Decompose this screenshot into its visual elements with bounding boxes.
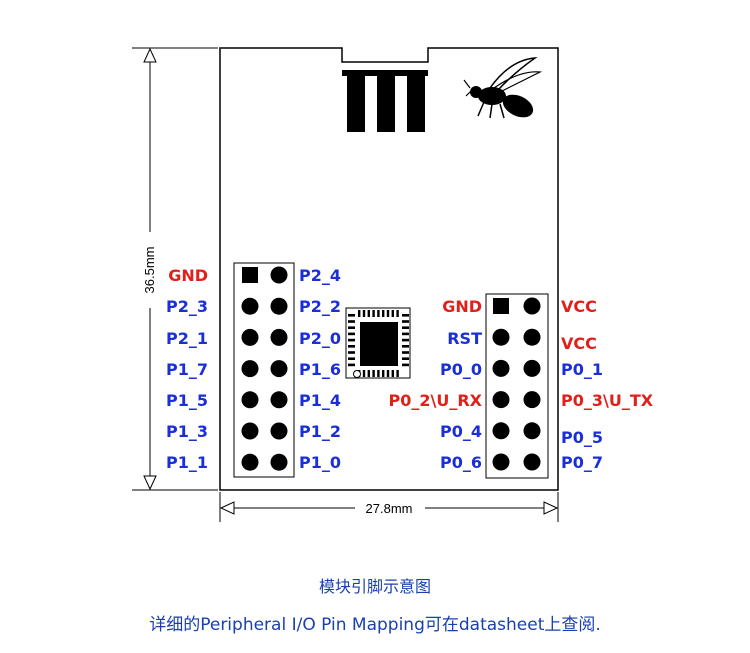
left-header-pin — [241, 422, 259, 440]
board-outline — [219, 47, 559, 491]
antenna — [342, 70, 428, 132]
left-header-pin-square — [242, 267, 258, 283]
right-header-pin — [523, 328, 541, 346]
right-header-pin — [523, 297, 541, 315]
left-header-pin — [270, 360, 288, 378]
left-header-pin — [270, 391, 288, 409]
pin-label: P1_2 — [299, 422, 341, 441]
left-header-pin — [270, 266, 288, 284]
caption-title: 模块引脚示意图 — [318, 577, 431, 596]
pin-label: P2_0 — [299, 329, 341, 348]
pin-label: P0_6 — [440, 453, 482, 472]
right-header-frame — [485, 293, 549, 479]
left-header-pin — [270, 328, 288, 346]
right-header-pin — [523, 422, 541, 440]
pin-label: P0_2\U_RX — [389, 391, 483, 410]
left-header-pin — [270, 453, 288, 471]
height-label: 36.5mm — [142, 247, 157, 294]
right-header-pin — [492, 422, 510, 440]
right-header-pin-square — [493, 298, 509, 314]
right-header-pin — [523, 391, 541, 409]
pin-label: P1_6 — [299, 360, 341, 379]
pin-label: P1_5 — [166, 391, 208, 410]
pin-label: VCC — [561, 334, 597, 353]
module-diagram: GND P2_3P2_1P1_7P1_5P1_3P1_1 P2_4P2_2P2_0… — [132, 47, 654, 522]
right-header-pins — [492, 297, 541, 471]
width-label: 27.8mm — [366, 501, 413, 516]
pin-label: P0_4 — [440, 422, 482, 441]
pin-label: P1_0 — [299, 453, 341, 472]
left-header-pin — [270, 422, 288, 440]
left-header-pin — [241, 360, 259, 378]
pin-label: P0_1 — [561, 360, 603, 379]
bee-logo-icon — [463, 57, 543, 119]
pin-label: P0_5 — [561, 428, 603, 447]
right-header-pin — [523, 359, 541, 377]
pin-label: P2_3 — [166, 297, 208, 316]
qfn-chip — [345, 307, 411, 379]
pin-label: P0_7 — [561, 453, 603, 472]
left-header-pin — [241, 391, 259, 409]
left-header-pin — [241, 453, 259, 471]
caption-note: 详细的Peripheral I/O Pin Mapping可在datasheet… — [149, 615, 601, 635]
pin-label: GND — [442, 297, 482, 316]
right-header-pin — [492, 328, 510, 346]
left-header-pin — [241, 328, 259, 346]
pin-label: P2_1 — [166, 329, 208, 348]
pin-label: P0_3\U_TX — [561, 391, 654, 410]
pin-label: P1_4 — [299, 391, 341, 410]
pin-label: P1_1 — [166, 453, 208, 472]
right-header-pin — [492, 359, 510, 377]
right-header-pin — [492, 453, 510, 471]
pin-label: VCC — [561, 297, 597, 316]
left-header-pin — [270, 297, 288, 315]
pin-label: P1_3 — [166, 422, 208, 441]
width-dimension: 27.8mm — [219, 492, 559, 522]
height-dimension: 36.5mm — [132, 47, 218, 491]
pin-label: P1_7 — [166, 360, 208, 379]
pin-label: P2_4 — [299, 266, 341, 285]
right-header-pin — [523, 453, 541, 471]
pin-label: P0_0 — [440, 360, 482, 379]
pin-label: RST — [447, 329, 482, 348]
pin-label: P2_2 — [299, 297, 341, 316]
left-header-pin — [241, 297, 259, 315]
left-header-frame — [233, 262, 295, 478]
right-header-pin — [492, 391, 510, 409]
left-header-pins — [241, 266, 288, 471]
pin-label: GND — [168, 266, 208, 285]
